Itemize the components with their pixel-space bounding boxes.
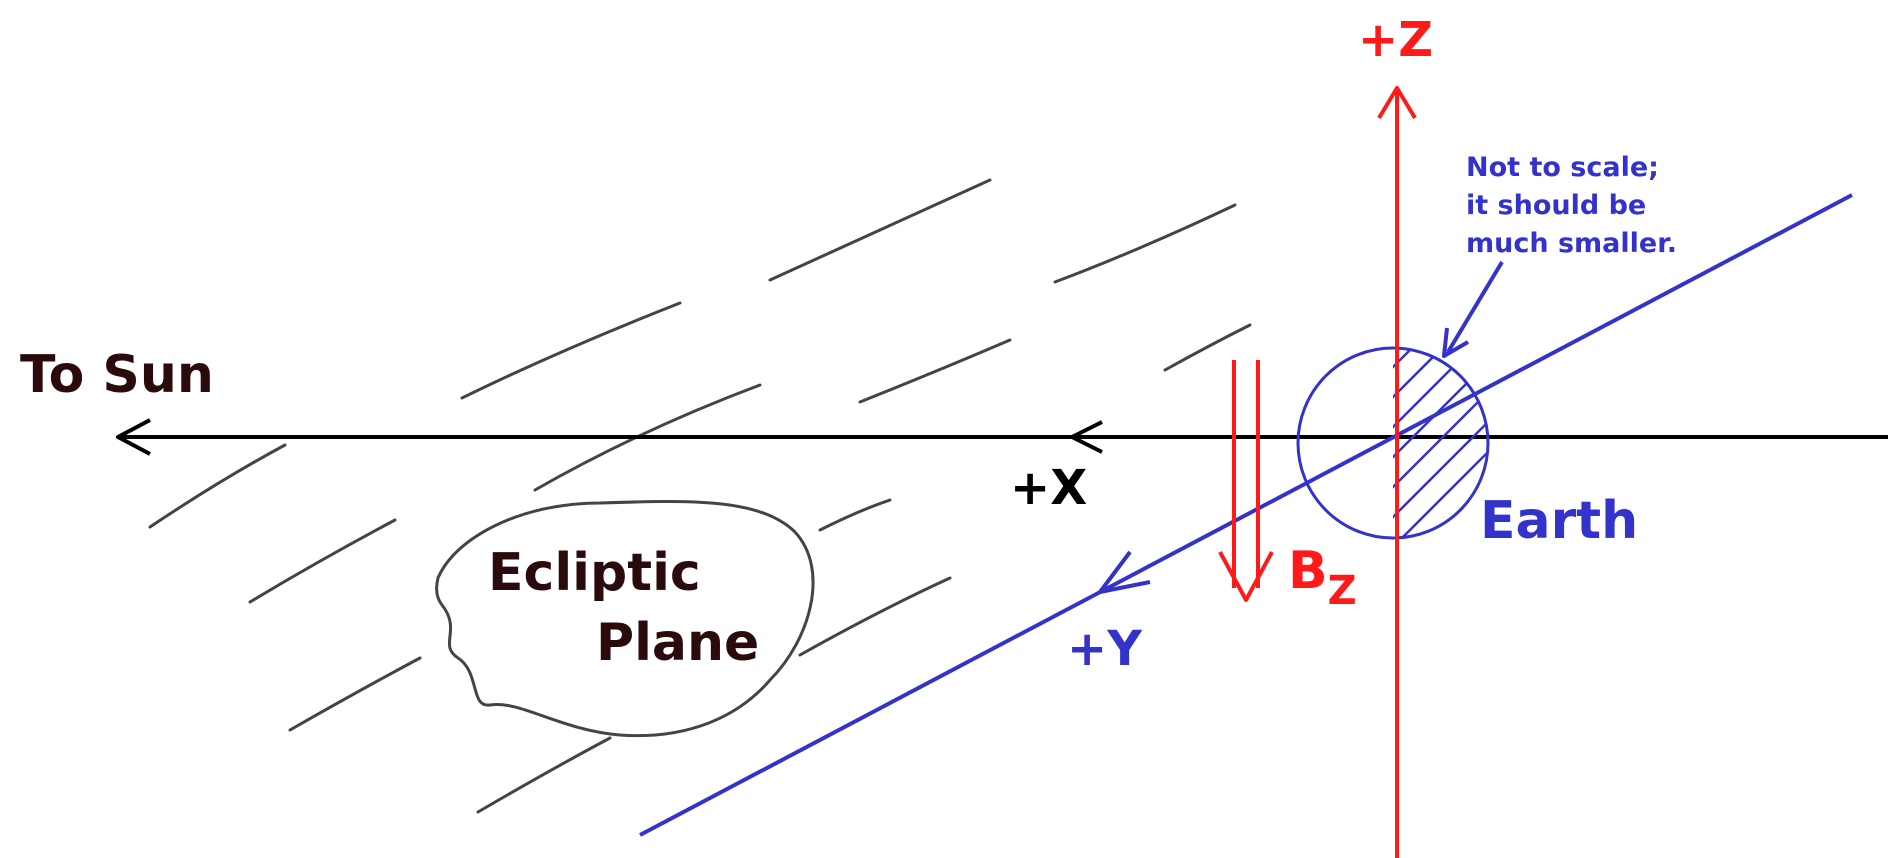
plus-y-label: +Y (1067, 621, 1143, 677)
note-pointer-arrow (1444, 262, 1502, 356)
bz-label-main: B (1288, 541, 1328, 601)
note-line3: much smaller. (1466, 228, 1677, 259)
plus-x-label: +X (1010, 460, 1087, 516)
y-axis (640, 195, 1852, 835)
note-line2: it should be (1466, 190, 1646, 221)
ecliptic-label-line1: Ecliptic (488, 543, 701, 603)
ecliptic-label-line2: Plane (596, 613, 759, 673)
bz-label-subscript: Z (1328, 568, 1357, 614)
bz-arrow (1220, 360, 1272, 600)
note-line1: Not to scale; (1466, 152, 1659, 183)
to-sun-label: To Sun (20, 345, 214, 405)
z-axis (1379, 88, 1415, 858)
plus-z-label: +Z (1358, 12, 1433, 68)
earth-label: Earth (1480, 491, 1638, 551)
bz-label: BZ (1288, 541, 1357, 614)
x-axis (118, 420, 1888, 454)
